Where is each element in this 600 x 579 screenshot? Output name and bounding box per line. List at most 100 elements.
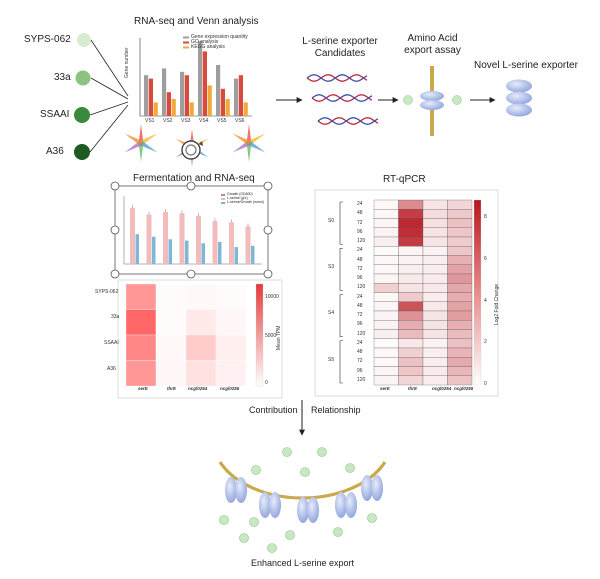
star-petal xyxy=(232,133,251,146)
strain-circle-a36 xyxy=(74,144,90,160)
qpcr-time-label: 96 xyxy=(357,321,363,328)
qpcr-cell xyxy=(422,329,448,339)
tpm-cb-tick-1: 10000 xyxy=(265,294,279,300)
small-chart-legend-swatches xyxy=(221,194,225,204)
heading-exporter-line2: Candidates xyxy=(314,48,366,59)
tpm-row-label-2: 33a xyxy=(111,314,120,320)
qpcr-cell xyxy=(422,310,448,321)
qpcr-cell xyxy=(398,264,424,275)
tpm-cell xyxy=(185,283,217,310)
qpcr-cell xyxy=(422,338,448,349)
bar-VS4-2 xyxy=(207,85,212,116)
qpcr-time-label: 96 xyxy=(357,367,363,374)
qpcr-cell xyxy=(422,320,448,330)
qpcr-cell xyxy=(373,375,399,386)
qpcr-cell xyxy=(373,366,399,376)
tpm-heatmap-cells xyxy=(125,283,247,387)
label-contribution: Contribution xyxy=(249,405,298,415)
dna-strand-blue xyxy=(311,94,373,102)
qpcr-time-label: 24 xyxy=(357,339,363,346)
small-bar-pink xyxy=(146,214,152,264)
exporter-half-right xyxy=(371,475,383,501)
exporter-half-right xyxy=(345,492,357,518)
bar-VS3-0 xyxy=(180,71,185,116)
qpcr-cell xyxy=(373,320,399,330)
heading-fermentation: Fermentation and RNA-seq xyxy=(133,173,255,184)
bar-VS6-0 xyxy=(234,78,239,116)
qpcr-cell xyxy=(447,209,473,219)
qpcr-time-label: 48 xyxy=(357,256,363,263)
rtqpcr-group-brackets xyxy=(339,201,343,384)
small-legend-2: L-serine (g/L) xyxy=(227,196,248,200)
dna-helix-group xyxy=(306,74,379,125)
qpcr-time-label: 120 xyxy=(357,284,366,291)
qpcr-cell xyxy=(447,283,473,293)
qpcr-cell xyxy=(447,199,473,210)
qpcr-cell xyxy=(373,209,399,219)
bar-VS2-1 xyxy=(166,92,171,116)
qpcr-group-label-1: S0 xyxy=(328,218,335,224)
qpcr-cell xyxy=(447,264,473,275)
qpcr-cell xyxy=(373,329,399,339)
l-serine-molecules xyxy=(219,447,377,553)
l-serine-molecule xyxy=(300,467,310,477)
qpcr-col-label-1: serE xyxy=(380,386,390,391)
qpcr-cb-tick-2: 6 xyxy=(484,256,487,262)
qpcr-cell xyxy=(422,357,448,367)
strain-connector-lines xyxy=(89,39,129,153)
tpm-cell xyxy=(155,283,187,310)
qpcr-cell xyxy=(447,292,473,302)
bar-chart-legend-swatches xyxy=(183,36,189,49)
qpcr-cell xyxy=(398,338,424,349)
qpcr-cell xyxy=(447,246,473,256)
qpcr-cell xyxy=(373,218,399,228)
qpcr-cell xyxy=(447,273,473,284)
qpcr-cell xyxy=(422,375,448,386)
tpm-cell xyxy=(215,283,247,310)
exporter-half-left xyxy=(259,492,271,518)
strain-circle-syps xyxy=(77,33,91,47)
qpcr-cell xyxy=(398,347,424,358)
star-petal xyxy=(247,140,266,153)
exporter-half-right xyxy=(307,497,319,523)
qpcr-cell xyxy=(398,218,424,228)
heading-rnaseq: RNA-seq and Venn analysis xyxy=(134,16,259,27)
tpm-cb-tick-2: 5000 xyxy=(265,333,277,339)
tpm-cell xyxy=(155,334,187,361)
assay-membrane xyxy=(403,66,462,136)
tpm-cell xyxy=(215,360,247,387)
small-bar-blue xyxy=(168,239,172,264)
bar-VS2-2 xyxy=(171,99,176,116)
strain-label-ssaai: SSAAI xyxy=(40,109,70,120)
small-bar-pink xyxy=(130,208,135,264)
qpcr-cell xyxy=(398,357,424,367)
bar-category-label: VS3 xyxy=(181,118,191,124)
qpcr-time-label: 120 xyxy=(357,376,366,383)
heading-rtqpcr: RT-qPCR xyxy=(383,174,426,185)
qpcr-cell xyxy=(447,329,473,339)
bar-VS5-0 xyxy=(216,65,221,116)
bar-chart-bars xyxy=(144,41,248,117)
heading-assay-line2: export assay xyxy=(404,45,461,56)
small-bar-blue xyxy=(251,245,255,264)
qpcr-cell xyxy=(422,227,448,238)
tpm-cell xyxy=(185,334,217,361)
qpcr-time-label: 48 xyxy=(357,302,363,309)
qpcr-col-label-4: ncgl0255 xyxy=(454,386,474,391)
l-serine-molecule xyxy=(317,447,327,457)
dna-strand-red xyxy=(317,117,379,125)
novel-exporter-protein xyxy=(506,79,532,117)
strain-circle-33a xyxy=(75,70,91,86)
l-serine-molecule xyxy=(267,543,277,553)
bar-legend-2: GO analysis xyxy=(191,39,219,45)
bar-VS5-2 xyxy=(225,99,230,116)
qpcr-group-label-3: S4 xyxy=(328,310,335,316)
star-petal xyxy=(139,133,158,146)
tpm-row-label-1: SYPS-062 xyxy=(95,289,119,295)
star-petal xyxy=(232,140,251,153)
bar-chart-frame xyxy=(139,38,252,117)
qpcr-cell xyxy=(373,347,399,358)
bar-VS1-2 xyxy=(153,102,158,116)
